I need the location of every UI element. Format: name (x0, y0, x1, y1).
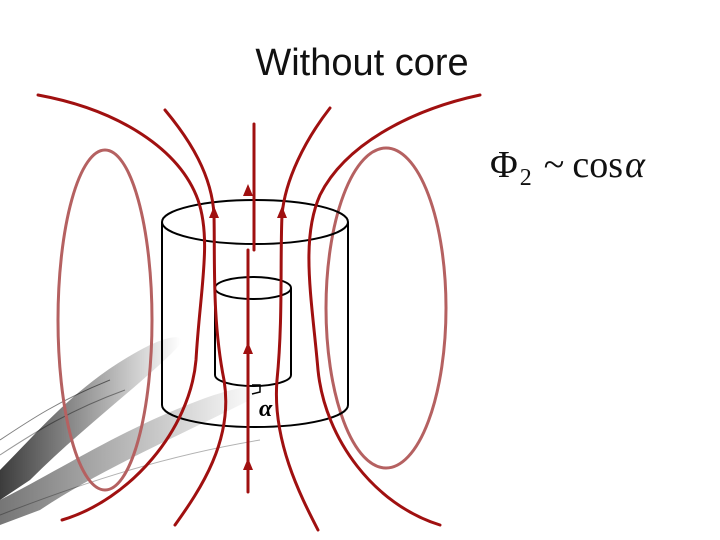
field-lines (36, 93, 482, 532)
field-line-left (163, 108, 228, 527)
arrow-up-center-bottom (243, 458, 253, 470)
flux-subscript: 2 (519, 165, 532, 191)
arrow-up-center-top (243, 184, 253, 196)
center-field-line (246, 122, 256, 494)
arrow-up-center-mid (243, 342, 253, 354)
left-return-loop (56, 148, 154, 492)
flux-symbol: Φ (490, 144, 518, 186)
field-line-right (274, 106, 332, 532)
right-return-loop (324, 146, 448, 470)
cos-function: cos (572, 144, 623, 186)
field-line-far-right (307, 93, 482, 527)
slide-title: Without core (255, 42, 469, 84)
flux-formula: Φ2 ~cosα (490, 143, 645, 192)
relation-symbol: ~ (543, 144, 565, 186)
arrow-up-right (277, 206, 287, 218)
alpha-variable: α (625, 144, 645, 186)
field-line-far-left (36, 93, 207, 522)
field-arrows (209, 184, 287, 470)
angle-label: α (259, 396, 273, 422)
arrow-up-left (209, 206, 219, 218)
